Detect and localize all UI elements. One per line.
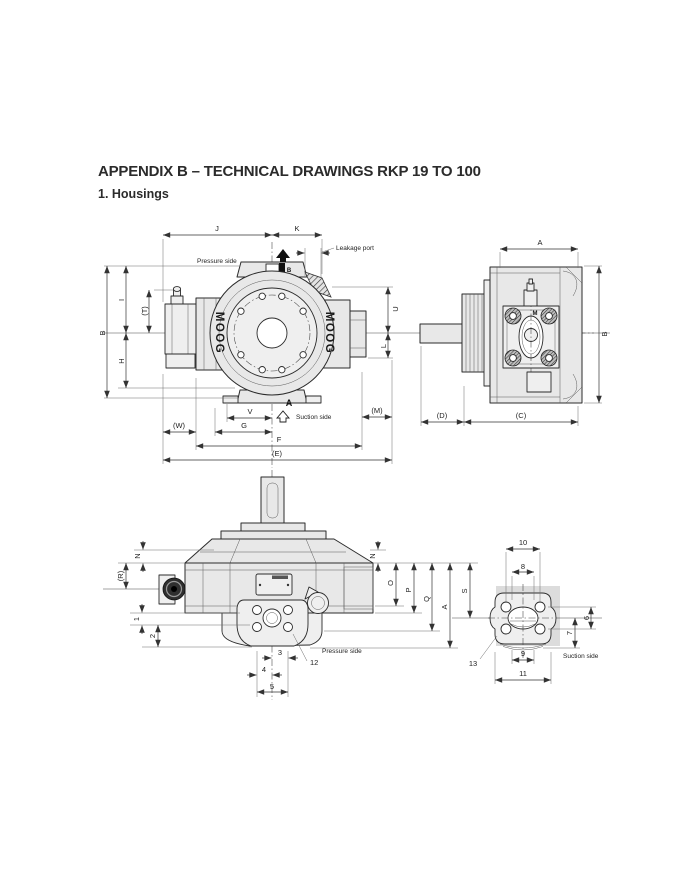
dim-Q: Q <box>422 596 431 602</box>
suction-side-label: Suction side <box>296 414 332 421</box>
bolt-holes <box>237 292 307 374</box>
dim-W: (W) <box>173 421 186 430</box>
dim-F: F <box>277 435 282 444</box>
dim-K: K <box>294 224 299 233</box>
side-view-dimensions <box>420 246 602 425</box>
suction-side-label-bottom: Suction side <box>563 653 599 660</box>
front-view-dimensions <box>104 232 393 463</box>
front-view-extension-lines <box>104 239 393 464</box>
housing-body <box>209 270 335 396</box>
dim-V: V <box>247 407 252 416</box>
side-port-top <box>304 586 329 614</box>
dim-U: U <box>391 306 400 311</box>
section-heading: 1. Housings <box>98 187 169 201</box>
view-b-arrow-icon <box>276 249 290 262</box>
shaft-top <box>260 476 285 524</box>
view-b-label: B <box>287 268 292 274</box>
brand-text-left: MOOG <box>213 312 225 354</box>
dim-T: (T) <box>140 306 149 316</box>
dim-A-top: A <box>440 604 449 609</box>
suction-flange-face <box>488 584 560 658</box>
dim-L: L <box>379 344 388 348</box>
view-a-label: A <box>286 398 293 408</box>
dim-9: 9 <box>521 649 525 658</box>
dim-2: 2 <box>148 634 157 638</box>
dim-B: B <box>98 330 107 335</box>
relief-valve <box>164 286 197 369</box>
dim-12: 12 <box>310 658 318 667</box>
drive-shaft <box>419 323 463 344</box>
bottom-boss <box>526 371 552 393</box>
left-fitting-top <box>158 574 186 605</box>
dim-6: 6 <box>582 616 591 620</box>
side-view: M A B (D) (C) <box>419 238 609 426</box>
pressure-flange-top <box>236 599 309 647</box>
dim-M: (M) <box>371 406 383 415</box>
suction-flange <box>222 389 322 404</box>
dim-P: P <box>404 587 413 592</box>
dim-A-side: A <box>537 238 542 247</box>
dim-H: H <box>117 358 126 363</box>
pressure-side-label-bottom: Pressure side <box>322 648 362 655</box>
dim-N-left: N <box>133 553 142 558</box>
mounting-flange-face <box>502 300 560 374</box>
dim-G: G <box>241 421 247 430</box>
dim-7: 7 <box>565 631 574 635</box>
top-view-dimensions <box>123 541 453 695</box>
pressure-side-label: Pressure side <box>197 258 237 265</box>
dim-11: 11 <box>519 669 527 678</box>
dim-O: O <box>386 580 395 586</box>
splined-hub <box>461 279 491 387</box>
top-view: N (R) 1 2 3 4 5 12 Pressure side N O P Q… <box>116 476 458 697</box>
housing-shoulder <box>184 538 374 564</box>
dim-C: (C) <box>516 411 527 420</box>
dim-10: 10 <box>519 538 527 547</box>
dim-13: 13 <box>469 659 477 668</box>
suction-arrow-icon <box>276 410 290 423</box>
dim-N-right: N <box>368 553 377 558</box>
top-fitting <box>523 278 538 307</box>
dim-R: (R) <box>116 570 125 581</box>
dim-S: S <box>460 588 469 593</box>
dim-D: (D) <box>437 411 448 420</box>
dim-I: I <box>117 299 126 301</box>
dim-8: 8 <box>521 562 525 571</box>
dim-1: 1 <box>132 617 141 621</box>
dim-B-side: B <box>600 331 609 336</box>
page-title: APPENDIX B – TECHNICAL DRAWINGS RKP 19 T… <box>98 163 481 180</box>
brand-text-right: MOOG <box>323 312 335 354</box>
flange-view-dimensions <box>467 546 594 683</box>
name-plate <box>255 573 293 596</box>
dim-3: 3 <box>278 648 282 657</box>
dim-5: 5 <box>270 682 274 691</box>
dim-J: J <box>215 224 219 233</box>
dim-4: 4 <box>262 665 266 674</box>
dim-E: (E) <box>272 449 283 458</box>
front-view: MOOG MOOG B A Suction side Pressure side… <box>98 224 400 464</box>
port-m-label: M <box>533 311 538 317</box>
flange-view: 10 8 S 6 7 9 11 13 Suction side <box>458 538 599 684</box>
leakage-port-label: Leakage port <box>336 245 374 252</box>
